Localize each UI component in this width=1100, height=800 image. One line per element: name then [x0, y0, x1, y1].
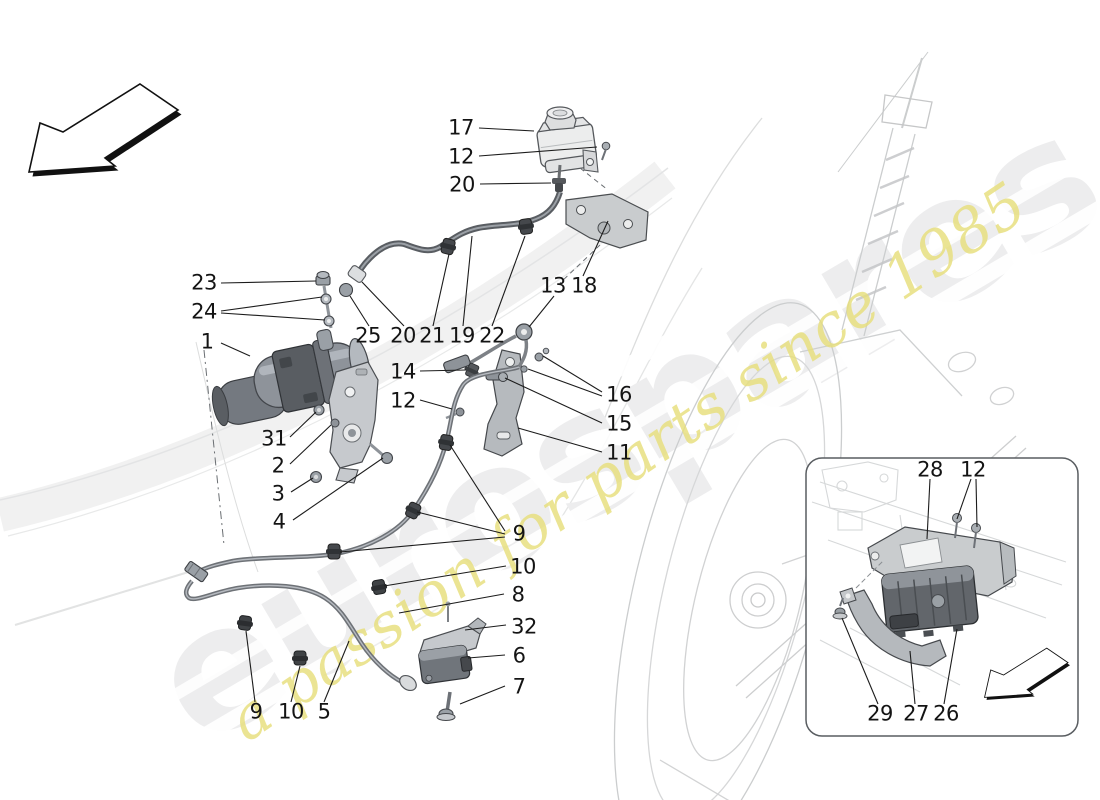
- pipe-part-13: [443, 323, 533, 374]
- washers-part-24: [320, 293, 335, 327]
- fastener-parts-31-2-3-4: [309, 404, 394, 484]
- callout-9-bottom: 9: [249, 699, 263, 724]
- pipe-clips: [236, 434, 455, 666]
- callout-18: 18: [571, 273, 597, 298]
- callout-4: 4: [272, 509, 286, 534]
- callout-10-bottom: 10: [278, 699, 304, 724]
- bracket-part-11: [483, 349, 525, 457]
- callout-7: 7: [512, 674, 526, 699]
- callout-25: 25: [355, 323, 381, 348]
- callout-8: 8: [511, 582, 525, 607]
- construction-lines: [203, 167, 609, 546]
- callout-2: 2: [271, 453, 285, 478]
- supply-hose: [354, 191, 563, 279]
- grommet-part-20: [552, 178, 566, 192]
- inset-panel: [805, 457, 1079, 737]
- clip-part-14: [464, 362, 480, 379]
- ecu-part-26: [881, 565, 979, 638]
- sensor-box-part-6: [418, 644, 473, 685]
- pump-bracket: [328, 361, 379, 484]
- callout-15: 15: [606, 411, 632, 436]
- callout-6: 6: [512, 643, 526, 668]
- callout-23: 23: [191, 270, 217, 295]
- hose-end-fitting: [347, 265, 367, 283]
- callout-11: 11: [606, 440, 632, 465]
- callout-9-clips: 9: [512, 521, 526, 546]
- inset-leader-lines: [841, 478, 978, 705]
- screw-part-12: [601, 141, 611, 161]
- callout-12-mid: 12: [390, 388, 416, 413]
- callout-29: 29: [867, 701, 893, 726]
- hose-eye: [338, 282, 354, 298]
- callout-22: 22: [479, 323, 505, 348]
- pipe-union-fitting: [184, 561, 209, 583]
- bracket-part-27: [839, 587, 947, 667]
- callout-12-inset: 12: [960, 457, 986, 482]
- callout-10-clip: 10: [510, 554, 536, 579]
- callout-17: 17: [448, 115, 474, 140]
- main-direction-arrow-icon: [28, 83, 183, 178]
- callout-20-grommet: 20: [449, 172, 475, 197]
- reservoir: [536, 106, 611, 192]
- callout-3: 3: [271, 481, 285, 506]
- callout-12-reservoir: 12: [448, 144, 474, 169]
- callout-32: 32: [511, 614, 537, 639]
- nuts-part-16: [520, 347, 550, 373]
- callout-26: 26: [933, 701, 959, 726]
- callout-27: 27: [903, 701, 929, 726]
- callout-21: 21: [419, 323, 445, 348]
- bolt-part-7: [436, 691, 456, 721]
- callout-20-hose: 20: [390, 323, 416, 348]
- callout-16: 16: [606, 382, 632, 407]
- callout-5: 5: [317, 699, 331, 724]
- callout-31: 31: [261, 426, 287, 451]
- screws-part-12-inset: [952, 513, 981, 549]
- callout-19: 19: [449, 323, 475, 348]
- callout-28: 28: [917, 457, 943, 482]
- bolt-part-29: [832, 597, 848, 620]
- bracket-part-18: [565, 193, 649, 249]
- hose-clip-part-22: [517, 218, 534, 235]
- callout-24: 24: [191, 299, 217, 324]
- callout-1: 1: [200, 329, 214, 354]
- callout-14: 14: [390, 359, 416, 384]
- callout-13: 13: [540, 273, 566, 298]
- leader-lines: [220, 127, 609, 705]
- hose-clip-part-21: [440, 237, 457, 256]
